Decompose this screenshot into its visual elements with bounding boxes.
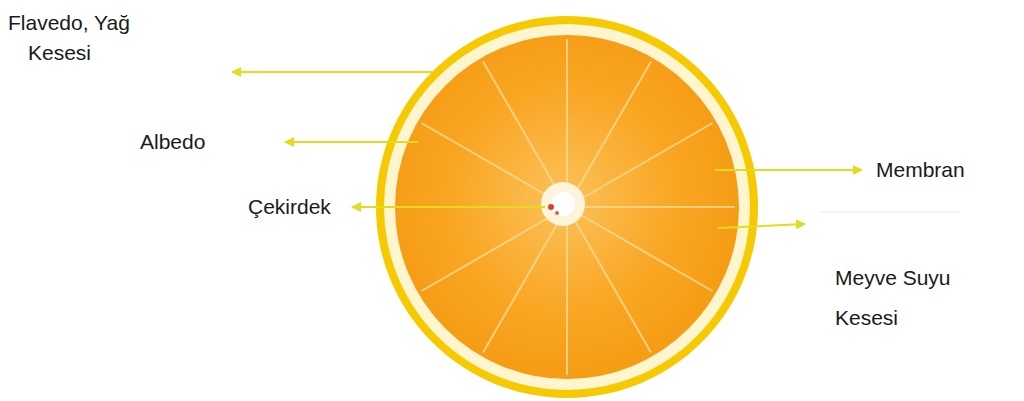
leader-arrow (718, 224, 805, 228)
part-label: Membran (876, 155, 1006, 185)
part-label: Çekirdek (248, 192, 358, 222)
leader-arrow (352, 206, 545, 208)
leader-arrows (232, 72, 862, 228)
part-label: Meyve Suyu Kesesi (835, 258, 985, 338)
leader-arrow (285, 141, 418, 143)
faint-rule (820, 212, 960, 213)
leader-arrow (715, 169, 862, 171)
core-pith (541, 182, 585, 226)
leader-arrow (232, 71, 432, 73)
part-label: Flavedo, Yağ Kesesi (8, 8, 178, 68)
part-label: Albedo (140, 127, 260, 157)
